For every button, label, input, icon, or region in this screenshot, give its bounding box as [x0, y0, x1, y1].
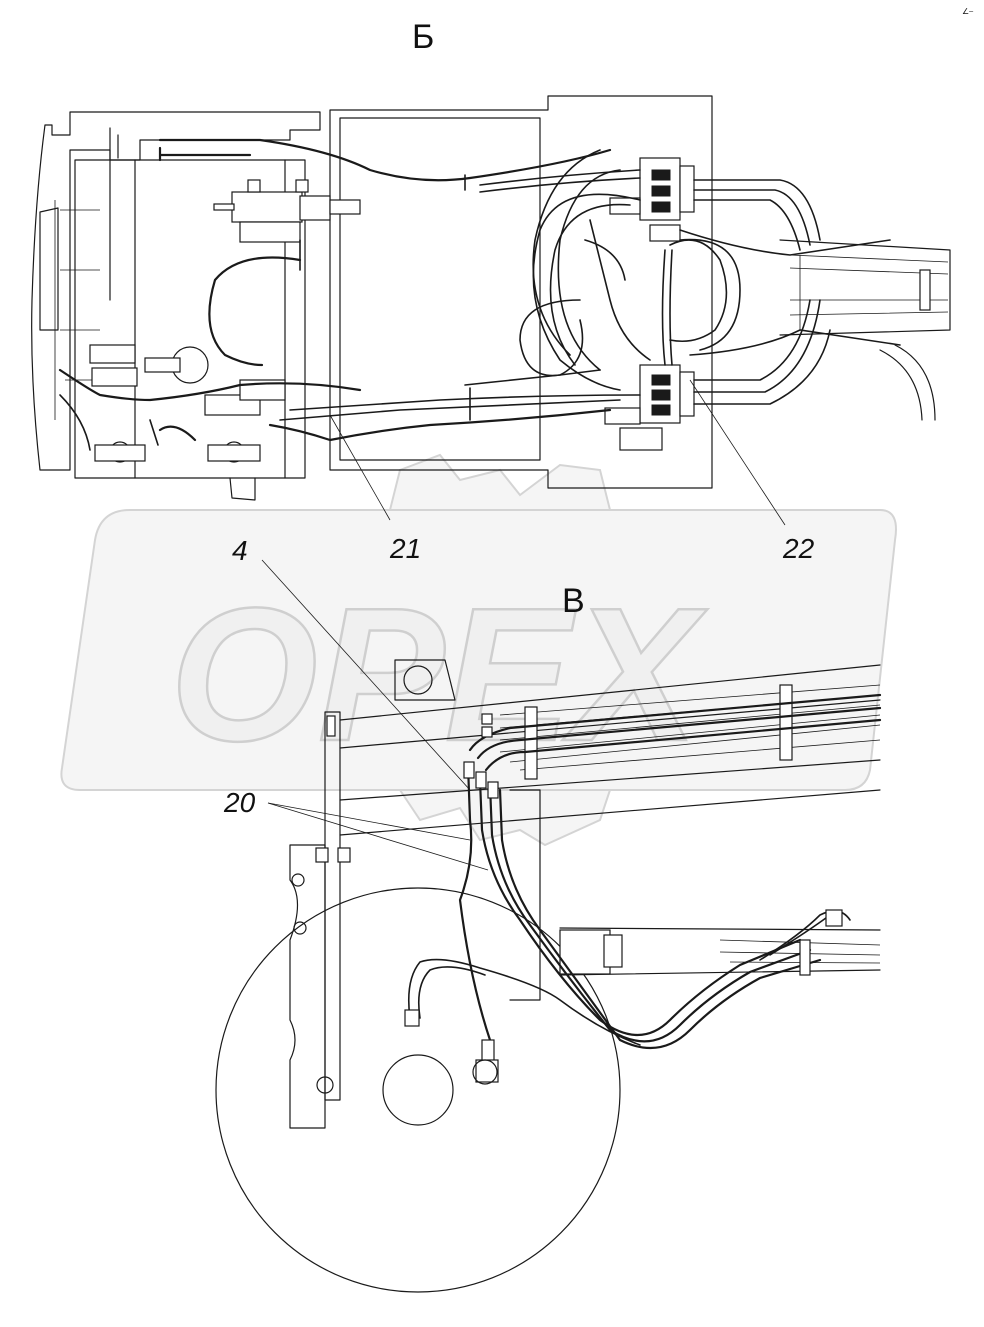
view-top-assembly: 21 22	[31, 95, 951, 564]
callout-22: 22	[782, 533, 815, 564]
leader-22	[689, 379, 786, 526]
wheel-outline	[215, 887, 621, 1293]
corner-mark: ∠⎯	[962, 7, 973, 16]
callout-21: 21	[389, 533, 421, 564]
callout-4: 4	[232, 535, 248, 566]
leader-20b	[267, 802, 489, 871]
hoses-top	[58, 138, 901, 451]
cylinder-valve	[213, 179, 361, 243]
valve-block-upper	[609, 157, 695, 242]
watermark: OPEX	[60, 453, 897, 847]
leader-4	[261, 559, 471, 791]
view-label-bottom: В	[562, 582, 585, 620]
leader-21	[329, 414, 391, 521]
hoses-bottom	[407, 693, 882, 1050]
valve-block-lower	[604, 364, 695, 451]
callout-20: 20	[223, 787, 256, 818]
view-label-top: Б	[412, 18, 434, 56]
view-bottom-assembly: 4 20	[215, 535, 882, 1293]
watermark-text: OPEX	[170, 569, 708, 781]
lower-left-fittings	[89, 344, 286, 463]
leader-20a	[267, 802, 471, 841]
